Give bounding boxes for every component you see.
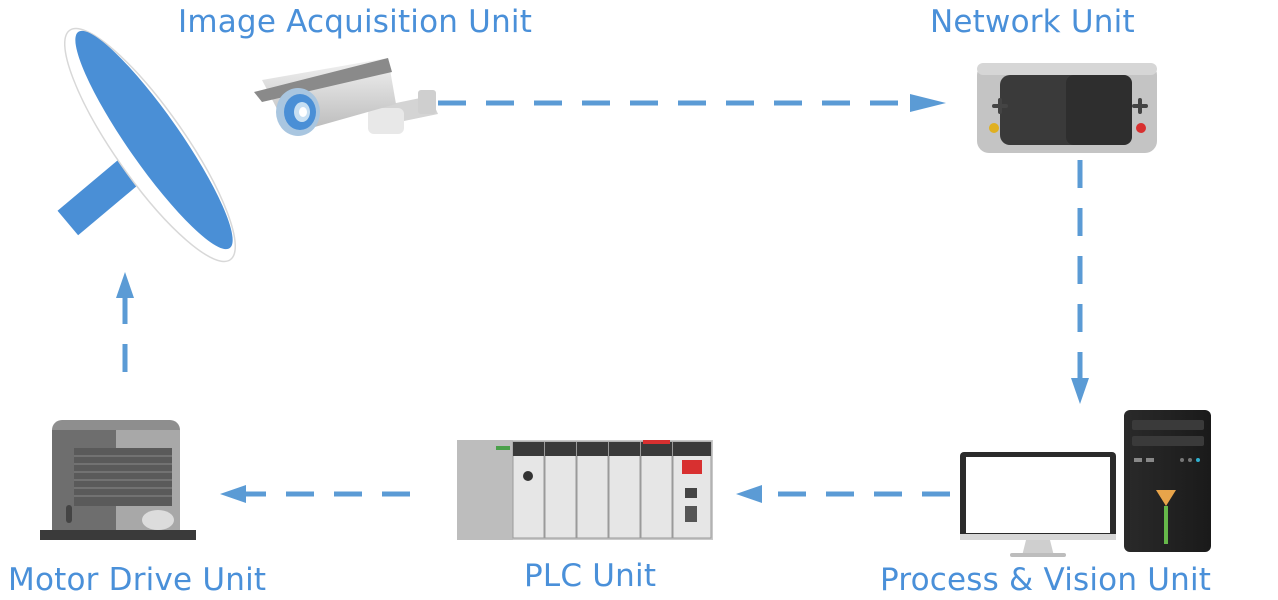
security-camera-icon bbox=[254, 58, 438, 136]
plc-rack-icon bbox=[457, 440, 713, 540]
computer-icon bbox=[960, 410, 1211, 557]
label-plc-unit: PLC Unit bbox=[524, 558, 657, 594]
inspection-disk-icon bbox=[57, 27, 237, 263]
arrow-plc-to-motor bbox=[220, 485, 410, 503]
network-unit-icon bbox=[977, 63, 1157, 153]
label-image-acquisition-unit: Image Acquisition Unit bbox=[178, 4, 533, 40]
arrow-network-to-computer bbox=[1071, 160, 1089, 404]
motor-drive-icon bbox=[40, 420, 196, 540]
arrow-motor-to-disk bbox=[116, 272, 134, 372]
label-motor-drive-unit: Motor Drive Unit bbox=[8, 562, 267, 598]
arrow-camera-to-network bbox=[438, 94, 946, 112]
label-network-unit: Network Unit bbox=[930, 4, 1135, 40]
label-process-vision-unit: Process & Vision Unit bbox=[880, 562, 1212, 598]
arrow-computer-to-plc bbox=[736, 485, 950, 503]
